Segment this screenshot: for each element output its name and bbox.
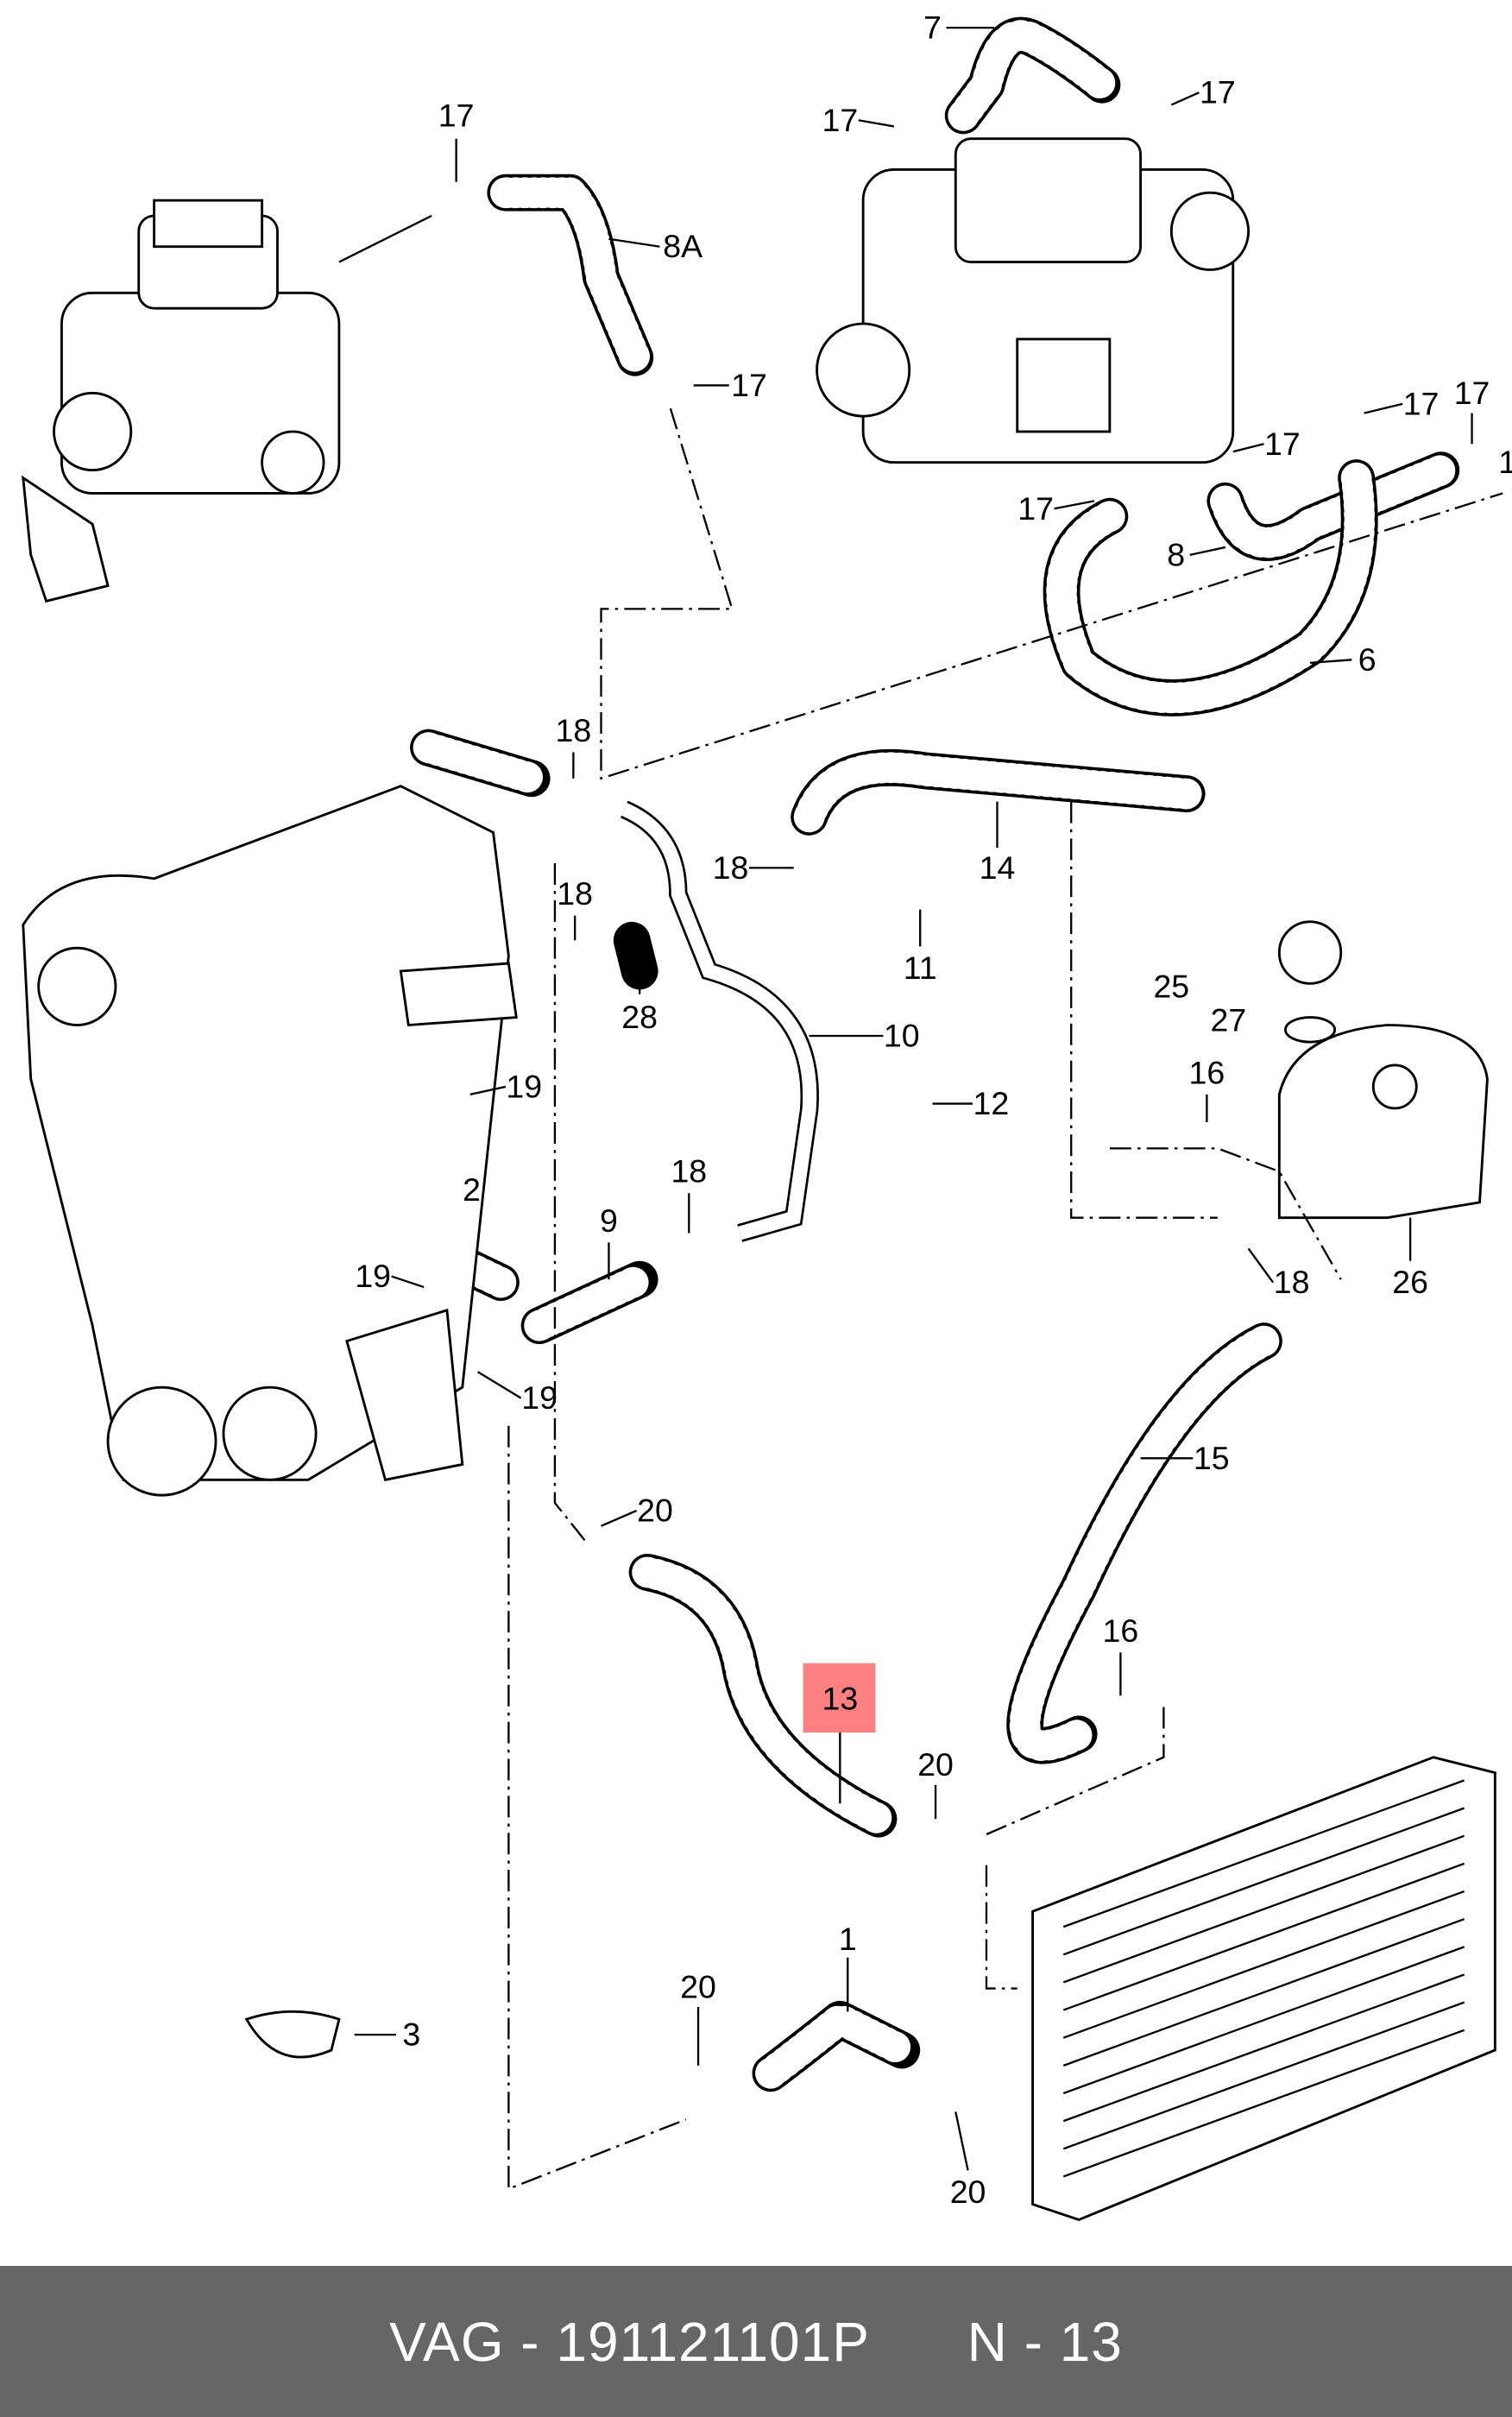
radiator-fin [1062, 2001, 1465, 2150]
part-label-17: 17 [1017, 490, 1054, 527]
part-label-20: 20 [637, 1492, 673, 1529]
part-label-19: 19 [521, 1379, 558, 1416]
clamp [244, 2010, 341, 2059]
part-label-19: 19 [506, 1068, 542, 1104]
radiator-fin [1062, 1890, 1465, 2039]
part-label-16: 16 [1103, 1612, 1139, 1649]
radiator-fin [1062, 1862, 1465, 2011]
part-label-20: 20 [950, 2174, 986, 2210]
part-label-13: 13 [822, 1680, 858, 1716]
part-label-8: 8 [1167, 536, 1185, 572]
part-label-16: 16 [1189, 1054, 1225, 1090]
radiator-fin [1062, 1779, 1465, 1928]
engine-block [22, 785, 518, 1497]
part-label-8A: 8A [663, 228, 702, 264]
part-label-18: 18 [556, 712, 592, 748]
part-label-2: 2 [463, 1171, 481, 1208]
leader-lines [354, 26, 1473, 2171]
part-label-3: 3 [402, 2016, 420, 2053]
part-label-14: 14 [980, 849, 1016, 886]
part-label-17: 17 [1454, 375, 1490, 411]
part-label-10: 10 [884, 1018, 920, 1054]
part-label-19: 19 [355, 1258, 391, 1294]
part-label-17: 17 [1403, 385, 1440, 421]
parts-diagram: 71717178A1717171171786181418181128252710… [22, 9, 1512, 2221]
expansion-tank [1277, 920, 1489, 1220]
radiator-fin [1062, 1918, 1465, 2067]
part-label-17: 17 [1200, 74, 1236, 110]
part-label-20: 20 [917, 1746, 954, 1783]
part-label-9: 9 [600, 1202, 618, 1239]
footer-brand: VAG [389, 2310, 505, 2373]
part-label-18: 18 [1274, 1264, 1310, 1300]
radiator [1031, 1756, 1496, 2221]
carburetor-left [22, 199, 432, 603]
part-label-11: 11 [904, 950, 937, 986]
part-label-25: 25 [1153, 968, 1189, 1004]
radiator-fin [1062, 1834, 1465, 1984]
part-label-18: 18 [713, 849, 749, 886]
part-label-17: 17 [822, 102, 858, 138]
footer-part-number: 191121101P [556, 2310, 870, 2373]
part-label-20: 20 [680, 1968, 716, 2004]
part-label-1: 1 [839, 1921, 857, 1957]
part-label-1: 1 [1498, 444, 1512, 480]
highlight-box [803, 1663, 876, 1733]
radiator-fin [1062, 1973, 1465, 2123]
reference-lines [507, 407, 1503, 2191]
part-labels: 71717178A1717171171786181418181128252710… [355, 9, 1512, 2210]
part-label-12: 12 [973, 1085, 1009, 1121]
part-label-18: 18 [671, 1153, 707, 1190]
footer-position: N - 13 [967, 2310, 1123, 2373]
radiator-fin [1062, 1946, 1465, 2095]
footer-gap [870, 2310, 967, 2374]
radiator-fin [1062, 2029, 1465, 2178]
part-label-17: 17 [731, 367, 767, 403]
part-label-26: 26 [1392, 1264, 1428, 1300]
carburetor-right [816, 137, 1251, 464]
part-label-28: 28 [621, 999, 658, 1035]
footer-bar: VAG - 191121101P N - 13 [0, 2266, 1512, 2417]
radiator-fin [1062, 1807, 1465, 1956]
part-label-6: 6 [1358, 641, 1377, 678]
footer-separator: - [504, 2310, 557, 2373]
part-label-27: 27 [1211, 1002, 1247, 1038]
part-label-17: 17 [438, 97, 475, 133]
part-label-18: 18 [557, 875, 593, 912]
part-label-17: 17 [1264, 426, 1301, 462]
part-label-15: 15 [1194, 1440, 1230, 1476]
part-label-7: 7 [923, 9, 942, 46]
